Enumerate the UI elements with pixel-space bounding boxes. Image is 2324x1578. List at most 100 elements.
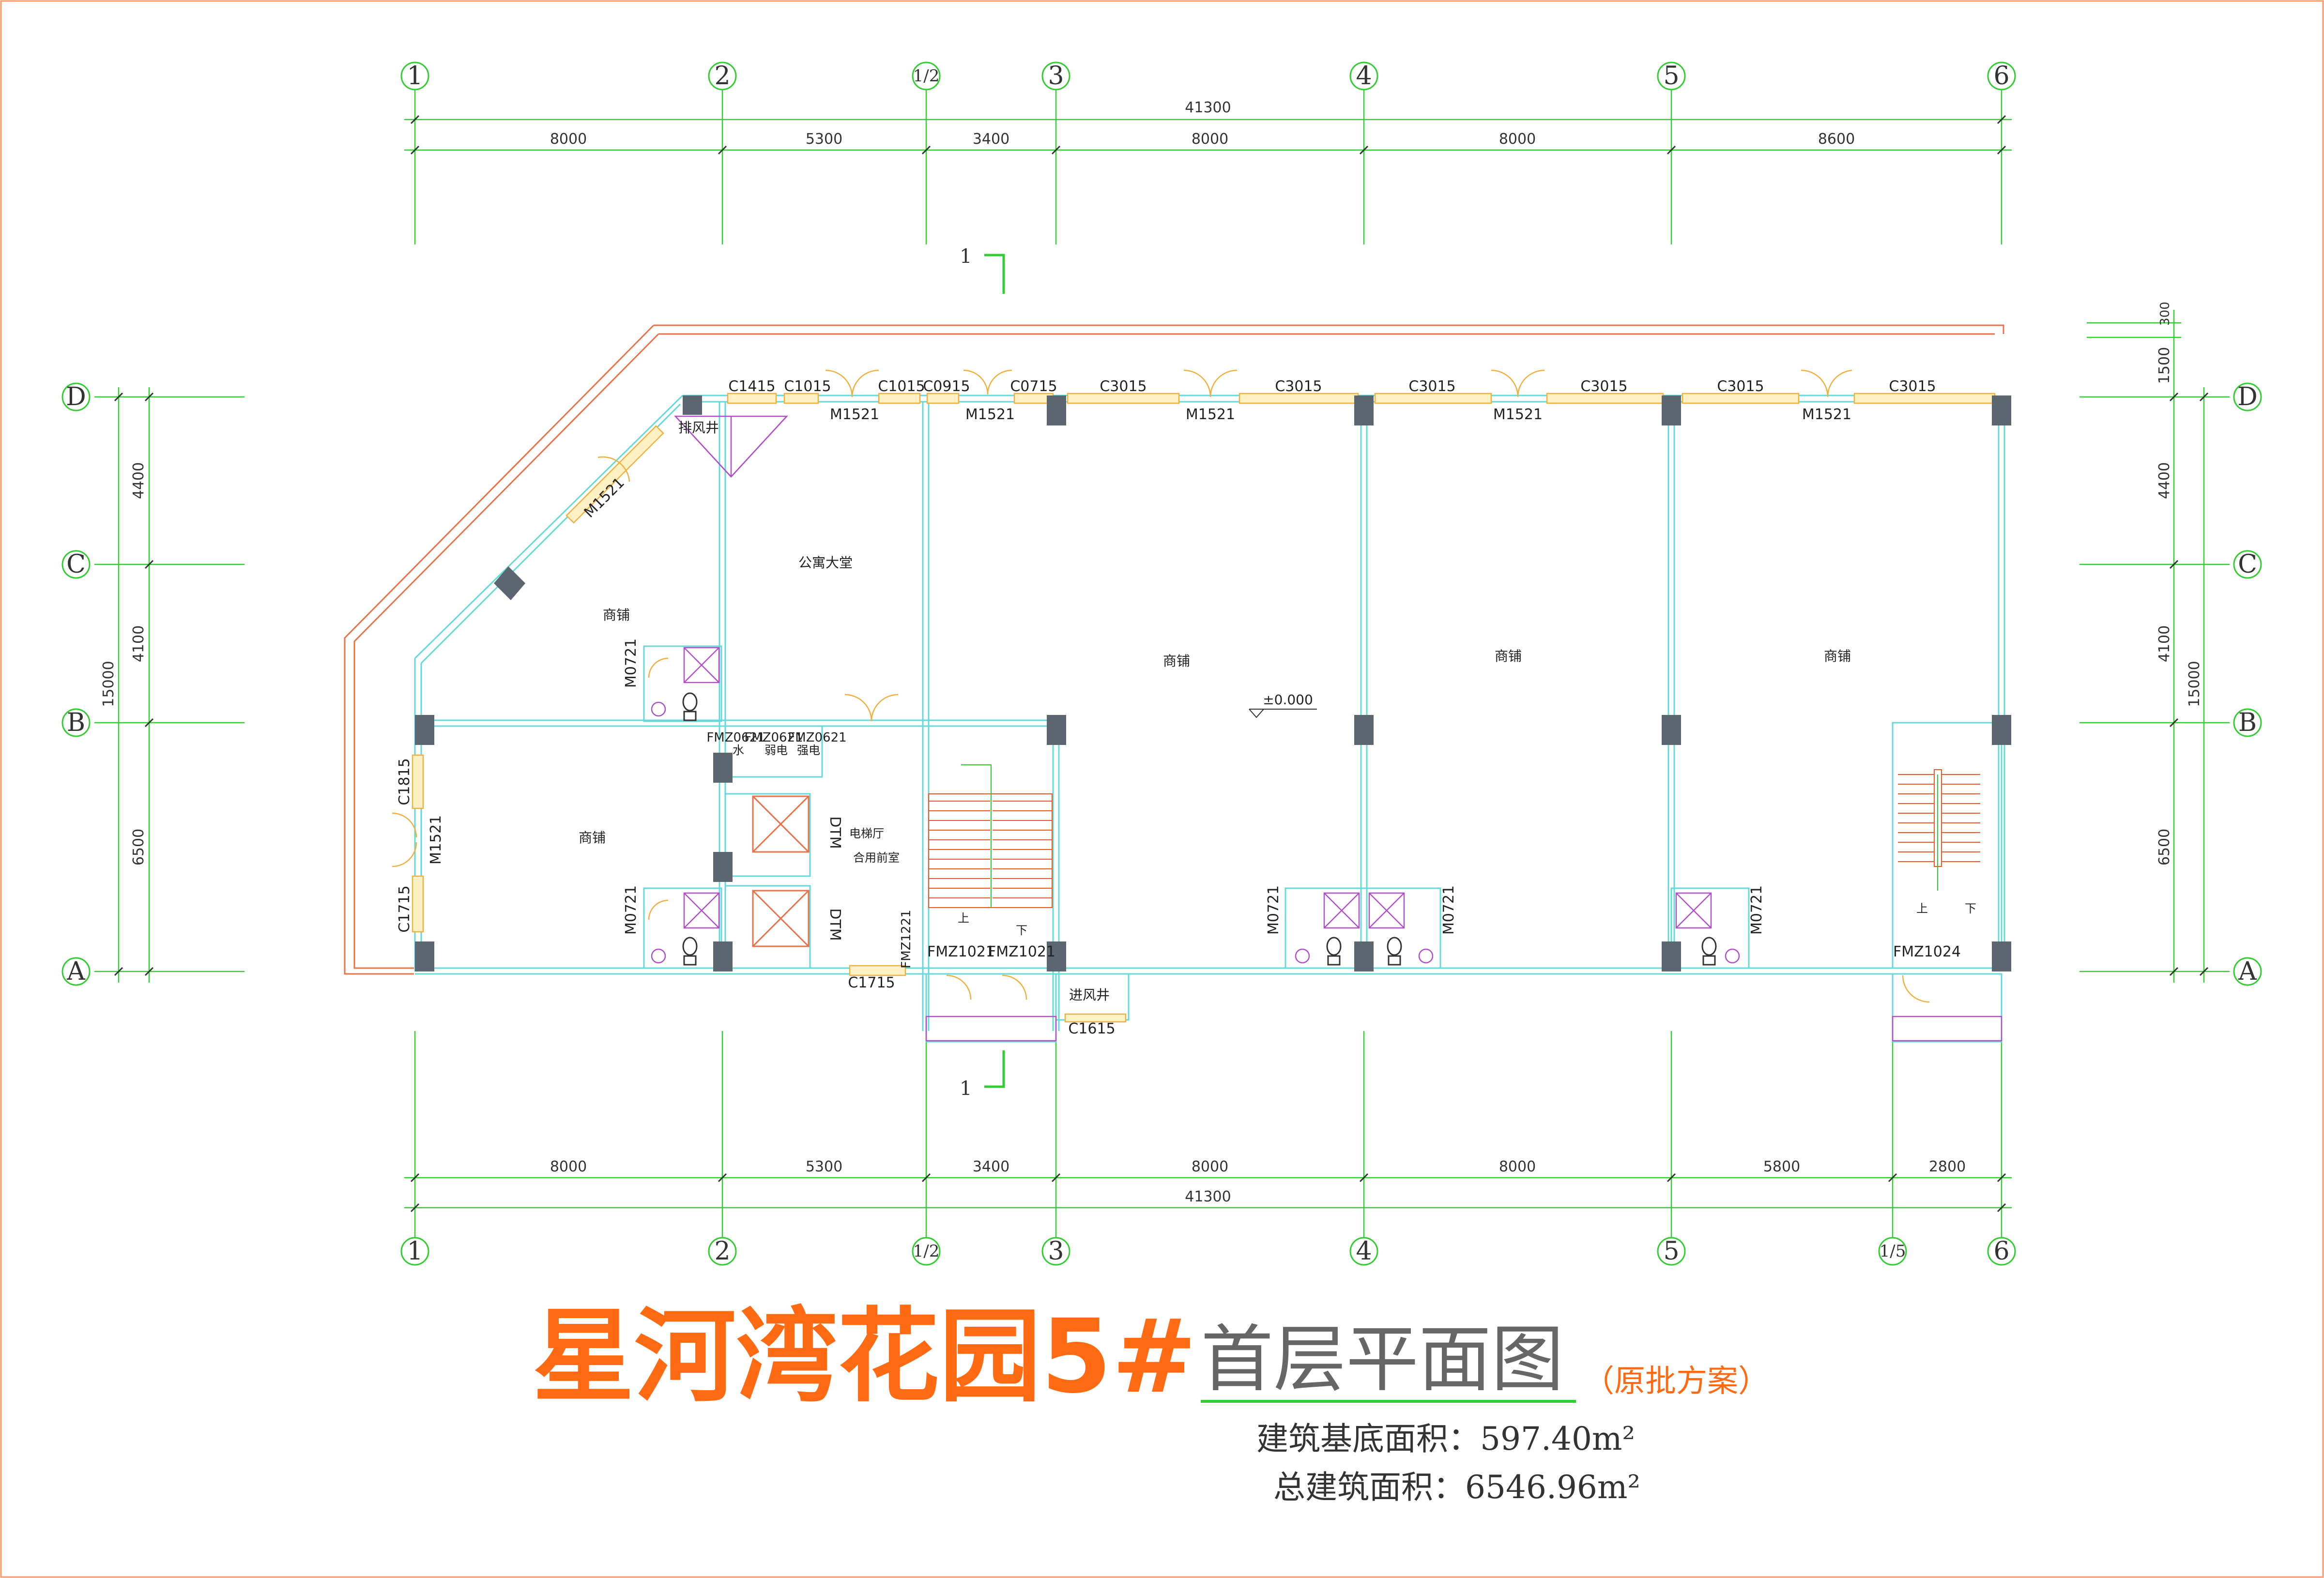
tag-c1615: C1615	[1068, 1020, 1115, 1037]
stair-up-label-2: 上	[1916, 902, 1928, 915]
tag-c3015-b: C3015	[1275, 378, 1322, 395]
doors	[392, 369, 1930, 1003]
tag-fmz1024: FMZ1024	[1893, 943, 1961, 960]
tag-fmz1021-a: FMZ1021	[927, 943, 995, 960]
axis-top-1-2: 1/2	[913, 66, 940, 86]
dim-top-span-1: 8000	[550, 131, 587, 148]
dim-bottom-span-1: 8000	[550, 1158, 587, 1175]
tag-c3015-d: C3015	[1580, 378, 1627, 395]
dim-top-span-4: 8000	[1192, 131, 1228, 148]
axis-right-b: B	[2238, 708, 2257, 737]
axis-top-1: 1	[407, 61, 423, 91]
axis-right-c: C	[2238, 550, 2257, 579]
dim-bottom-span-3: 3400	[973, 1158, 1009, 1175]
dim-right-small-1: 300	[2158, 302, 2172, 326]
title-main: 星河湾花园5#	[533, 1297, 1197, 1416]
room-shop-c: 商铺	[1163, 653, 1190, 669]
axis-top-6: 6	[1993, 61, 2009, 91]
axis-bottom-3: 3	[1048, 1237, 1064, 1266]
dim-left-span-3: 6500	[130, 829, 147, 865]
opening-tags: C1415 C1015 M1521 C1015 C0915 M1521 C071…	[396, 378, 1961, 1037]
tag-c1415: C1415	[728, 378, 775, 395]
axis-left-a: A	[66, 957, 86, 986]
room-water: 水	[733, 743, 744, 757]
dim-left-total: 15000	[100, 661, 117, 707]
title-block: 星河湾花园5# 首层平面图 （原批方案） 建筑基底面积：597.40m² 总建筑…	[533, 1297, 1769, 1506]
axis-top-2: 2	[714, 61, 730, 91]
axis-bottom-4: 4	[1356, 1237, 1372, 1266]
dim-right-span-3: 6500	[2156, 829, 2173, 865]
tag-fmz0621-a: FMZ0621	[706, 730, 765, 745]
exhaust-shaft-graphic	[674, 415, 788, 478]
room-lobby: 公寓大堂	[798, 555, 853, 571]
axis-bottom-2: 2	[714, 1237, 730, 1266]
axis-right-a: A	[2238, 957, 2257, 986]
room-weak: 弱电	[764, 743, 788, 757]
elevators	[752, 795, 810, 947]
inner-walls	[414, 394, 2005, 1043]
room-shop-e: 商铺	[1824, 648, 1851, 664]
dim-right-span-1: 4400	[2156, 462, 2173, 499]
axis-bubbles	[61, 61, 2262, 1266]
entry-platforms	[925, 1016, 2003, 1042]
dim-top-span-3: 3400	[973, 131, 1009, 148]
dim-bottom-span-4: 8000	[1192, 1158, 1228, 1175]
tag-m0721-b: M0721	[623, 885, 640, 935]
dim-bottom-span-5: 8000	[1499, 1158, 1536, 1175]
room-shop-ce: 商铺	[1495, 648, 1522, 664]
dim-bottom-span-6: 5800	[1763, 1158, 1800, 1175]
elevation-marker	[1249, 709, 1317, 718]
section-mark-bottom: 1	[960, 1077, 972, 1100]
columns	[415, 395, 2011, 971]
dim-top-total: 41300	[1185, 99, 1231, 116]
toilets	[682, 692, 1717, 966]
axis-left-d: D	[66, 382, 86, 411]
room-shop-nw: 商铺	[603, 607, 630, 623]
axis-left-b: B	[67, 708, 85, 737]
room-strong: 强电	[797, 743, 820, 757]
dim-right-small-2: 1500	[2156, 347, 2173, 384]
axis-left-c: C	[66, 550, 86, 579]
tag-fmz1021-b: FMZ1021	[988, 943, 1055, 960]
axis-right-d: D	[2237, 382, 2258, 411]
room-shop-w: 商铺	[579, 830, 606, 846]
tag-c3015-e: C3015	[1717, 378, 1764, 395]
tag-fmz0621-b: FMZ0621	[744, 730, 803, 745]
axis-top-4: 4	[1356, 61, 1372, 91]
stair-central	[928, 764, 1053, 908]
tag-c3015-f: C3015	[1889, 378, 1936, 395]
tag-c3015-a: C3015	[1100, 378, 1147, 395]
section-mark-top: 1	[960, 245, 972, 268]
room-exhaust-shaft: 排风井	[678, 420, 719, 436]
axis-top-3: 3	[1048, 61, 1064, 91]
dim-top-span-5: 8000	[1499, 131, 1536, 148]
tag-c0715: C0715	[1010, 378, 1057, 395]
tag-m1521-c: M1521	[1186, 406, 1235, 423]
tag-dtm-1: DTM	[826, 816, 843, 849]
dim-bottom-span-7: 2800	[1929, 1158, 1966, 1175]
dim-top-span-2: 5300	[806, 131, 842, 148]
windows	[412, 393, 1996, 1023]
dimension-ticks	[114, 115, 2209, 1213]
tag-c1015-b: C1015	[878, 378, 925, 395]
tag-m1521-e: M1521	[1802, 406, 1851, 423]
dim-bottom-total: 41300	[1185, 1188, 1231, 1205]
axis-bottom-6: 6	[1993, 1237, 2009, 1266]
tag-m1521-w: M1521	[428, 815, 444, 865]
dim-left-span-1: 4400	[130, 462, 147, 499]
axis-bottom-1-5: 1/5	[1880, 1242, 1906, 1261]
tag-m1521-d: M1521	[1493, 406, 1543, 423]
tag-m0721-a: M0721	[623, 638, 640, 688]
stair-down-label-2: 下	[1965, 902, 1976, 915]
tag-m0721-d: M0721	[1440, 885, 1457, 935]
grid-lines	[94, 90, 2230, 1239]
dim-right-span-2: 4100	[2156, 625, 2173, 662]
tag-fmz1221: FMZ1221	[899, 910, 914, 968]
outer-wall	[344, 324, 2004, 975]
dim-top-span-6: 8600	[1818, 131, 1855, 148]
base-area-text: 建筑基底面积：597.40m²	[1256, 1420, 1635, 1457]
room-shared-lobby: 合用前室	[853, 851, 900, 865]
tag-c1715-s: C1715	[848, 974, 895, 991]
stair-east	[1898, 769, 1980, 891]
tag-c3015-c: C3015	[1408, 378, 1455, 395]
